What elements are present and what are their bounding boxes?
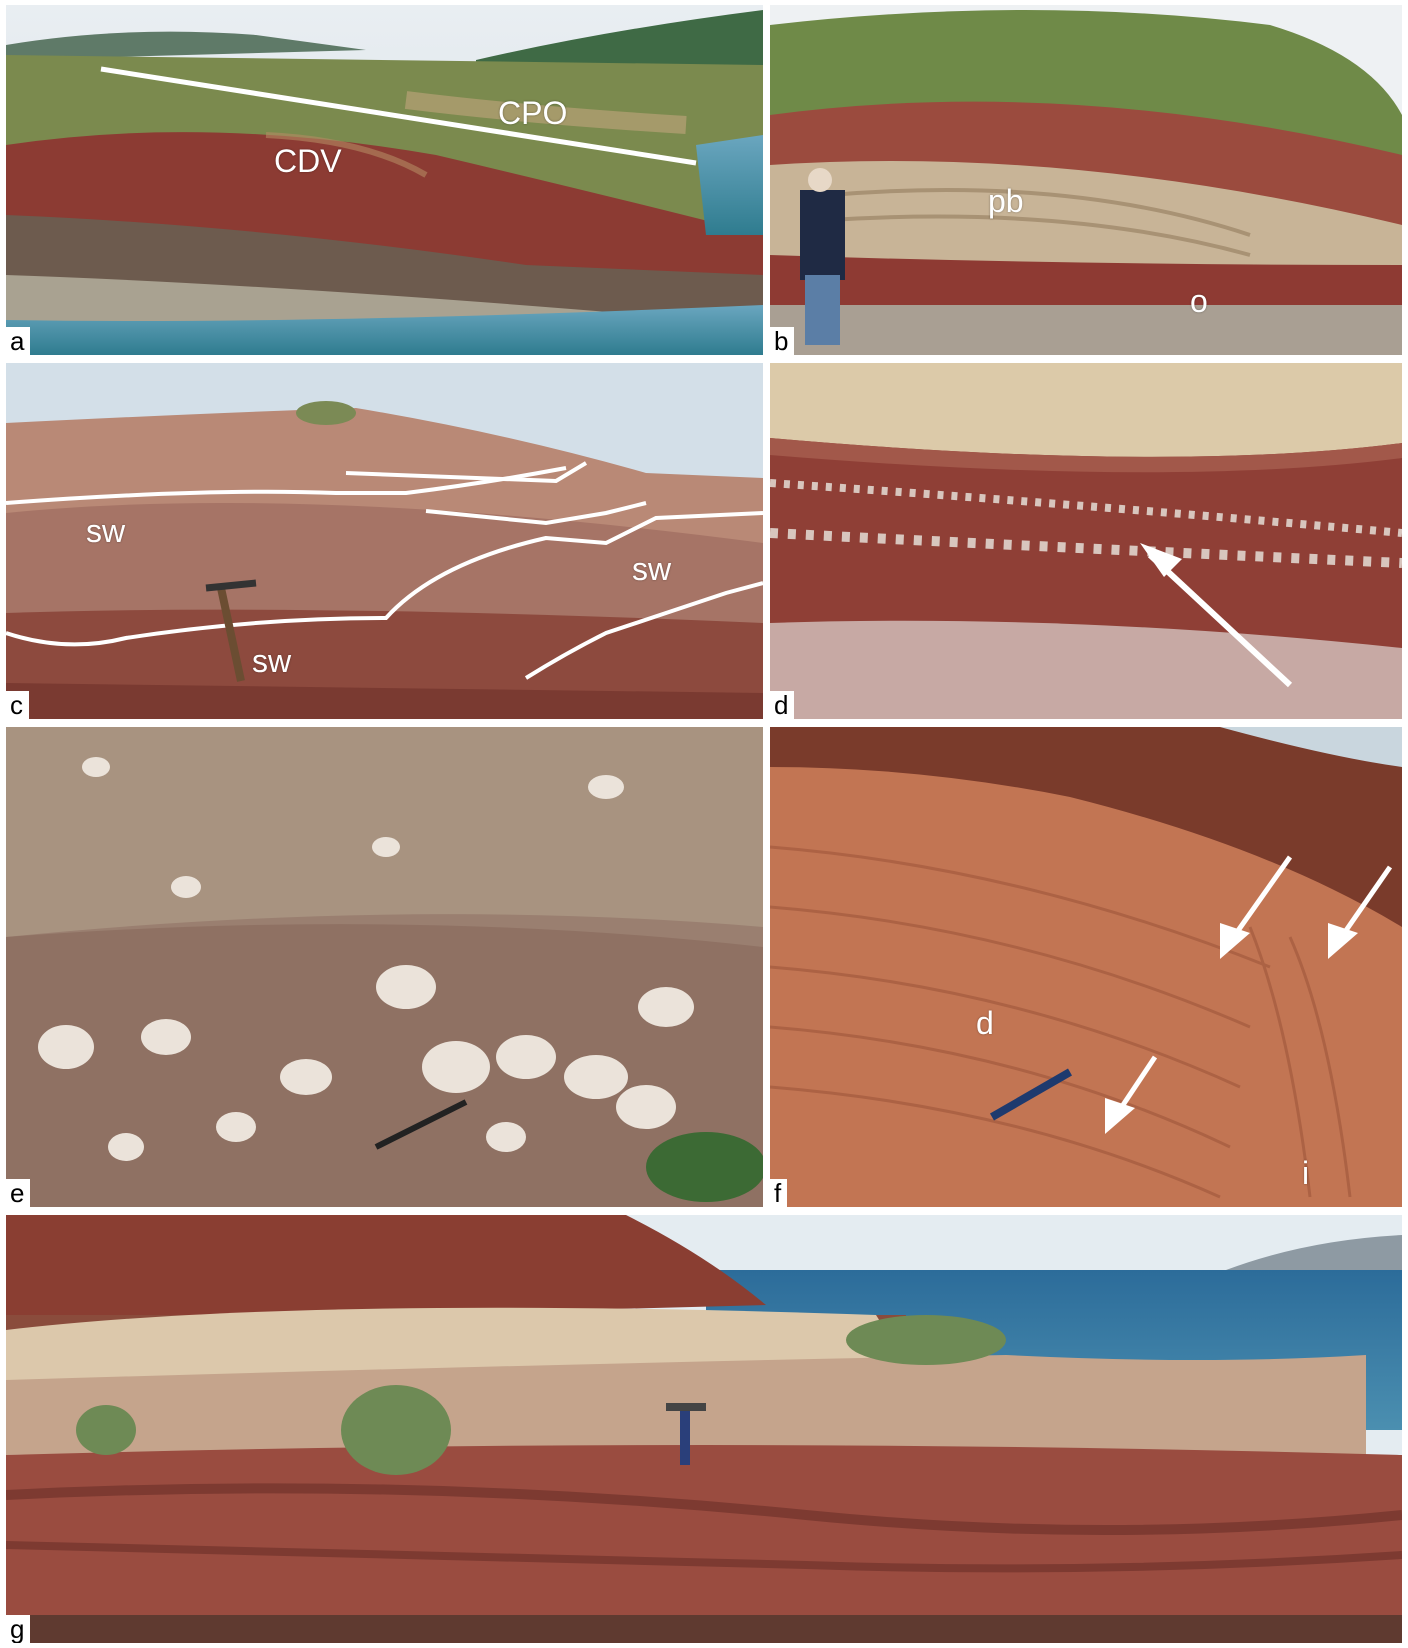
panel-label-f: f <box>770 1179 788 1207</box>
panel-label-e: e <box>6 1179 31 1207</box>
photo-panel-b: pb o b <box>770 5 1402 355</box>
panel-label-g: g <box>6 1615 31 1643</box>
annotation-sw-bottom: sw <box>252 643 292 679</box>
annotation-sw-right: sw <box>632 551 672 587</box>
photo-g-sandstone-outcrop-sea <box>6 1215 1402 1643</box>
panel-label-d: d <box>770 691 795 719</box>
photo-f-cross-bedded-sandstone <box>770 727 1402 1207</box>
photo-a-coastal-outcrop <box>6 5 763 355</box>
photo-e-conglomerate <box>6 727 763 1207</box>
panel-label-c: c <box>6 691 29 719</box>
photo-c-scour-surfaces <box>6 363 763 719</box>
annotation-o: o <box>1190 283 1208 319</box>
annotation-d: d <box>976 1005 994 1041</box>
annotation-i: i <box>1302 1155 1310 1191</box>
annotation-sw-left: sw <box>86 513 126 549</box>
photo-panel-g: g <box>6 1215 1402 1643</box>
photo-panel-a: CPO CDV a <box>6 5 763 355</box>
photo-d-pebble-layers <box>770 363 1402 719</box>
photo-panel-d: d <box>770 363 1402 719</box>
photo-panel-c: sw sw sw c <box>6 363 763 719</box>
photo-b-outcrop-with-person <box>770 5 1402 355</box>
annotation-cpo: CPO <box>498 95 568 131</box>
panel-label-a: a <box>6 327 31 355</box>
annotation-pb: pb <box>988 183 1024 219</box>
panel-label-b: b <box>770 327 795 355</box>
photo-panel-f: d i f <box>770 727 1402 1207</box>
annotation-cdv: CDV <box>274 143 342 179</box>
photo-panel-e: e <box>6 727 763 1207</box>
